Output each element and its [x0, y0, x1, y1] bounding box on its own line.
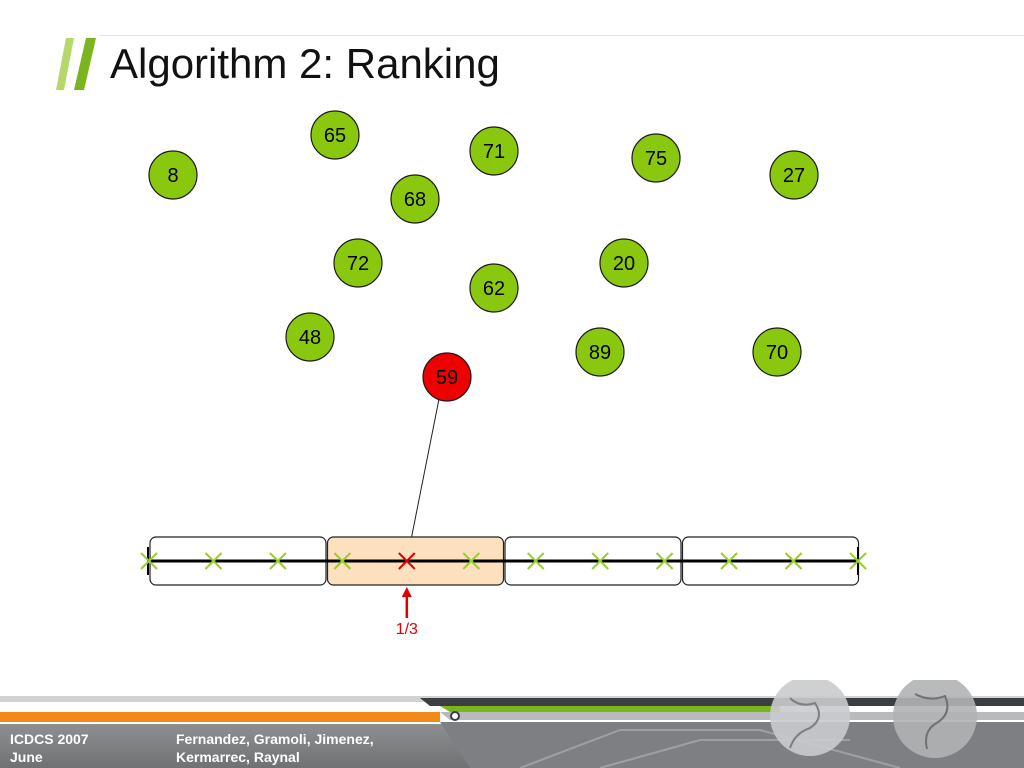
footer-decoration	[420, 680, 1024, 768]
footer-venue: ICDCS 2007 June	[10, 730, 150, 766]
footer-venue-line2: June	[10, 749, 43, 765]
node-label: 27	[783, 165, 805, 187]
node: 89	[575, 327, 625, 377]
node-label: 72	[347, 253, 369, 275]
cross-mark	[784, 552, 803, 570]
node-label: 70	[766, 342, 788, 364]
slide-footer: ICDCS 2007 June Fernandez, Gramoli, Jime…	[0, 680, 1024, 768]
node-label: 71	[483, 141, 505, 163]
highlighted-node: 59	[422, 352, 472, 402]
cross-mark	[655, 552, 674, 570]
footer-authors-line2: Kermarrec, Raynal	[176, 749, 300, 765]
node: 27	[769, 150, 819, 200]
globe-icon	[893, 680, 977, 758]
ranking-diagram: 65 8 71 75 27 68 72 20 62 48 89 70 59 1/3	[140, 110, 867, 638]
position-marker: 1/3	[396, 587, 418, 638]
cross-mark	[849, 552, 867, 570]
arrow-up-icon	[401, 587, 412, 597]
footer-venue-line1: ICDCS 2007	[10, 731, 89, 747]
cross-mark	[204, 552, 223, 570]
footer-authors: Fernandez, Gramoli, Jimenez, Kermarrec, …	[176, 730, 436, 766]
node: 8	[148, 150, 198, 200]
node-label: 8	[167, 165, 178, 187]
node: 48	[285, 312, 335, 362]
footer-authors-line1: Fernandez, Gramoli, Jimenez,	[176, 731, 374, 747]
node-label: 62	[483, 278, 505, 300]
footer-orange-bar	[0, 712, 440, 722]
cross-mark	[527, 552, 545, 570]
node-label: 20	[613, 253, 635, 275]
node: 72	[333, 238, 383, 288]
highlighted-cross-mark	[398, 552, 416, 570]
cross-mark	[720, 552, 738, 570]
node: 68	[390, 174, 440, 224]
cross-mark	[462, 552, 480, 570]
node-label: 68	[404, 189, 426, 211]
node-label: 48	[299, 327, 321, 349]
node: 70	[752, 327, 802, 377]
cross-mark	[591, 552, 609, 570]
marker-label: 1/3	[396, 621, 418, 638]
node-label: 75	[645, 148, 667, 170]
cross-mark	[140, 552, 158, 570]
node-label: 89	[589, 342, 611, 364]
node: 71	[469, 126, 519, 176]
node: 20	[599, 238, 649, 288]
title-rule	[100, 35, 1024, 36]
node: 62	[469, 263, 519, 313]
node: 65	[310, 110, 360, 160]
connector-line	[406, 398, 440, 562]
cross-mark	[333, 552, 352, 570]
slide-title: Algorithm 2: Ranking	[110, 40, 500, 87]
node: 75	[631, 133, 681, 183]
node-label: 65	[324, 125, 346, 147]
node-label: 59	[436, 367, 458, 389]
title-slash-icon	[56, 38, 96, 90]
cross-mark	[269, 552, 287, 570]
